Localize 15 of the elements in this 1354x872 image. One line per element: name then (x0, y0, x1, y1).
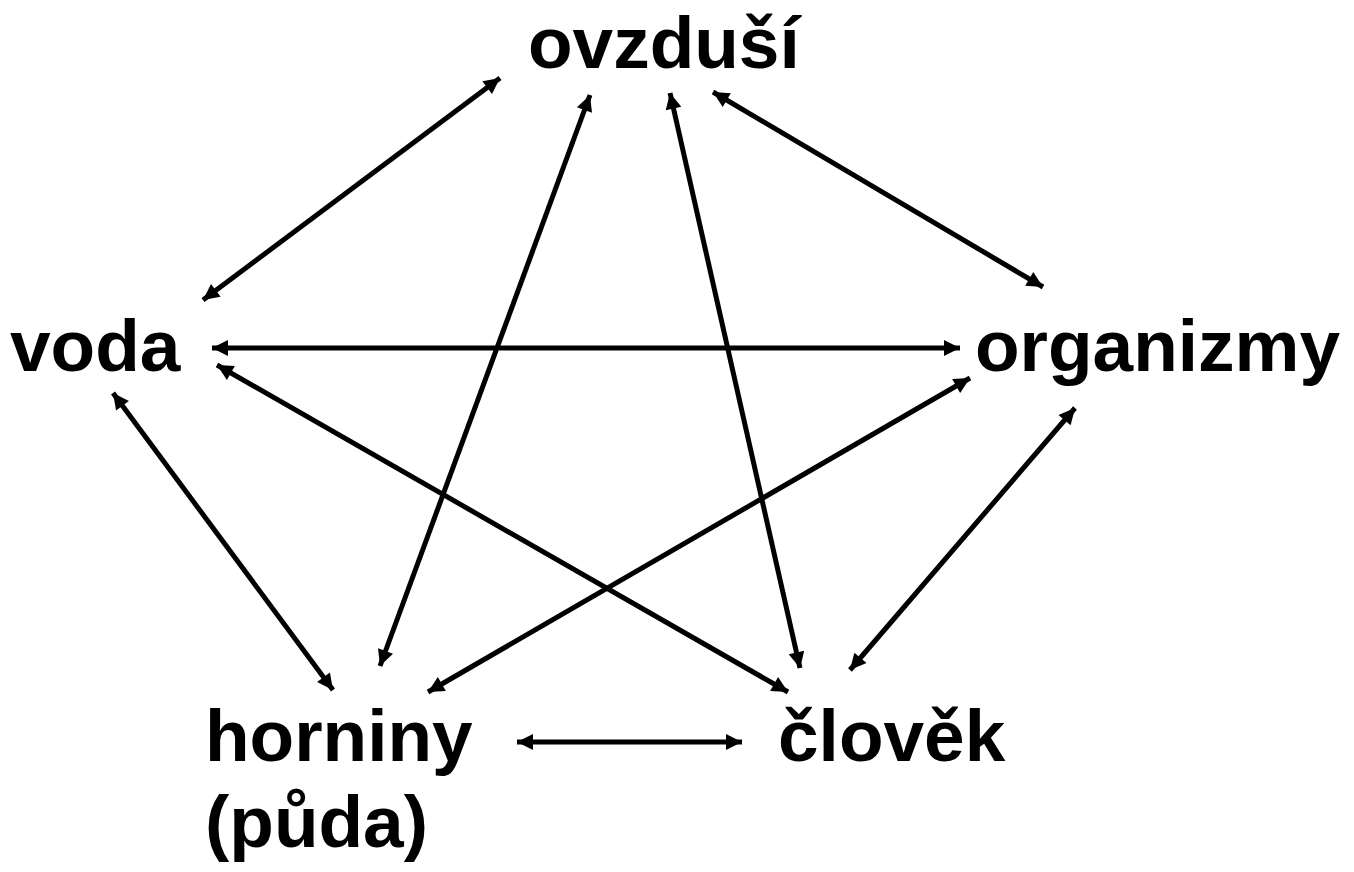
concept-label: člověk (778, 693, 1028, 780)
double-arrow (212, 340, 960, 356)
concept-label: horniny (půda) (205, 693, 505, 866)
double-arrow (215, 362, 790, 695)
concept-label: organizmy (975, 303, 1350, 390)
double-arrow (711, 89, 1045, 290)
double-arrow (377, 94, 593, 667)
concept-label: ovzduší (528, 0, 818, 87)
double-arrow (517, 734, 742, 750)
double-arrow (848, 406, 1077, 672)
double-arrow (111, 391, 335, 692)
double-arrow (201, 76, 502, 302)
double-arrow (665, 92, 805, 669)
concept-label: voda (10, 303, 200, 390)
double-arrow (426, 375, 972, 695)
